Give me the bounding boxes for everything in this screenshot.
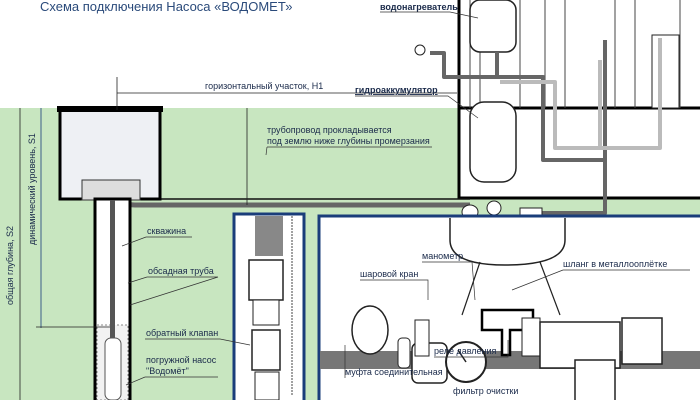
label-water-heater: водонагреватель xyxy=(380,2,458,12)
inset-pump-detail xyxy=(232,212,306,400)
label-horizontal: горизонтальный участок, H1 xyxy=(205,81,323,91)
label-pipeline-1: трубопровод прокладывается xyxy=(267,125,392,135)
label-pipeline-2: под землю ниже глубины промерзания xyxy=(267,136,430,146)
pressure-relay xyxy=(480,308,535,357)
label-dynamic-level: динамический уровень, S1 xyxy=(27,133,37,245)
label-manometer: манометр xyxy=(422,251,463,261)
label-check-valve: обратный клапан xyxy=(146,328,218,338)
water-heater xyxy=(469,0,517,53)
house-pipes xyxy=(430,38,662,215)
label-pump-1: погружной насос xyxy=(146,355,217,365)
label-pump-2: "Водомёт" xyxy=(146,366,189,376)
tap-icon xyxy=(414,44,426,56)
label-coupling: муфта соединительная xyxy=(345,367,443,377)
label-filter: фильтр очистки xyxy=(453,386,518,396)
house xyxy=(457,0,700,200)
label-total-depth: общая глубина, S2 xyxy=(5,226,15,305)
dimension-lines xyxy=(19,77,457,400)
label-accumulator: гидроаккумулятор xyxy=(355,85,438,95)
label-hose: шланг в металлооплётке xyxy=(563,259,667,269)
inset-fittings-detail xyxy=(317,214,700,400)
accumulator-tank xyxy=(469,101,517,183)
well xyxy=(57,106,163,400)
label-ball-valve: шаровой кран xyxy=(360,269,418,279)
label-well: скважина xyxy=(147,226,186,236)
diagram-title: Схема подключения Насоса «ВОДОМЕТ» xyxy=(40,0,292,14)
label-pressure-relay: реле давления xyxy=(434,346,497,356)
label-casing: обсадная труба xyxy=(148,266,214,276)
leader-lines xyxy=(121,95,690,386)
